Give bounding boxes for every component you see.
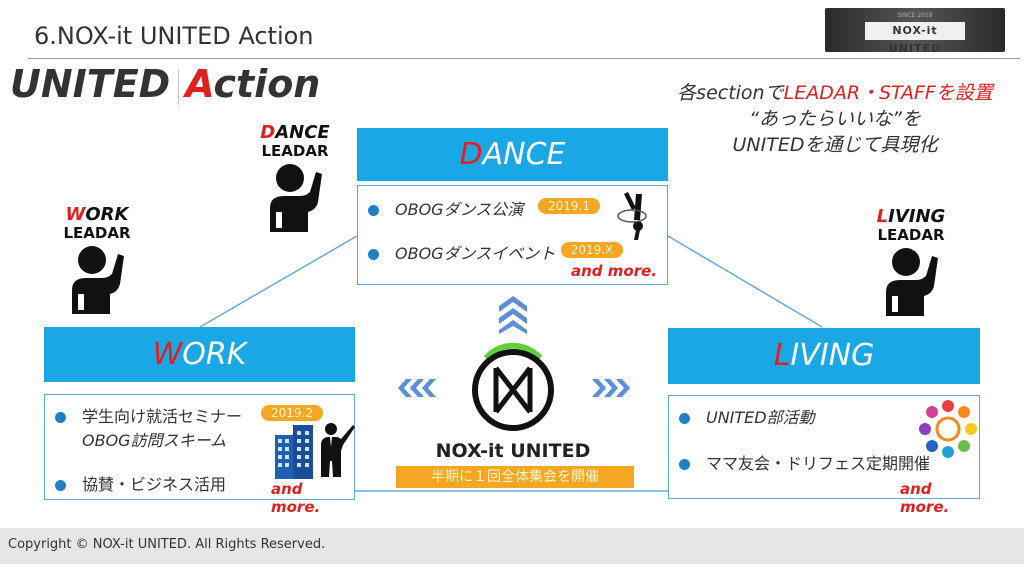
main-heading-rest: ction [213,62,321,106]
living-section-body: UNITED部活動 ママ友会・ドリフェス定期開催 and more. [668,395,980,516]
section-note: 各sectionでLEADAR・STAFFを設置 “あったらいいな”を UNIT… [640,80,1024,158]
community-circle-icon [919,400,977,458]
living-more: and more. [900,480,950,516]
work-item-1-badge: 2019.2 [261,405,323,421]
dance-section-body: OBOGダンス公演 2019.1 OBOGダンスイベント 2019.X and … [357,185,668,285]
note-line1: 各sectionでLEADAR・STAFFを設置 [640,80,1024,106]
dance-section-header: DANCE [357,128,668,181]
chevron-up-arrows-icon [499,296,527,334]
living-leader: LIVING LEADAR [866,208,956,322]
living-header-rest: IVING [790,338,875,373]
dance-header-initial: D [459,137,483,172]
work-leader-label: LEADAR [63,224,131,242]
person-raising-hand-icon [270,164,322,232]
work-leader-role: WORK [52,206,142,224]
presenter-icon [321,423,355,477]
dance-leader-initial: D [260,122,276,143]
living-item-2: ママ友会・ドリフェス定期開催 [679,450,930,474]
dance-item-1-text: OBOGダンス公演 [395,200,524,219]
note-line3: UNITEDを通じて具現化 [732,134,938,156]
work-item-2-text: 協賛・ビジネス活用 [82,475,227,494]
dance-leader-rest: ANCE [275,122,330,143]
living-leader-label: LEADAR [877,226,945,244]
brand-since: SINCE 2018 [897,12,933,19]
connector-dance-living [667,235,823,328]
main-heading: UNITED Action [10,62,320,106]
dance-item-1-badge: 2019.1 [538,198,600,214]
connector-work-dance [199,235,358,328]
breakdancer-icon [617,192,647,240]
work-leader-rest: ORK [85,204,129,225]
note-line2: “あったらいいな”を [749,108,921,130]
dance-leader: DANCE LEADAR [250,124,340,238]
note-line1-red: LEADAR・STAFFを設置 [783,82,993,104]
dance-item-2-text: OBOGダンスイベント [395,244,556,263]
footer: Copyright © NOX-it UNITED. All Rights Re… [0,528,1024,564]
main-heading-part1: UNITED [10,62,171,106]
slide-title: 6.NOX-it UNITED Action [34,22,314,50]
work-item-1: 学生向け就活セミナー [55,403,242,427]
living-leader-rest: IVING [888,206,946,227]
work-item-1-line1: 学生向け就活セミナー [82,407,243,426]
center-brand-name: NOX-it UNITED [435,440,591,462]
dance-header-rest: ANCE [482,137,566,172]
note-line1-mid: で [764,82,784,104]
living-leader-initial: L [876,206,889,227]
bullet-dot [679,459,690,470]
work-more: and more. [271,480,321,516]
bullet-dot [679,413,690,424]
work-item-1-line2: OBOG訪問スキーム [82,431,227,450]
living-section-header: LIVING [668,328,980,384]
work-header-rest: ORK [182,337,247,372]
living-item-1-text: UNITED部活動 [706,408,815,427]
work-section-header: WORK [44,327,355,382]
main-heading-accent: A [185,62,214,106]
bullet-dot [368,249,379,260]
bullet-dot [368,205,379,216]
work-section-body: 学生向け就活セミナー OBOG訪問スキーム 2019.2 協賛・ビジネス活用 [44,394,355,516]
dance-item-2-badge: 2019.X [561,242,623,258]
bullet-dot [55,412,66,423]
work-item-2: 協賛・ビジネス活用 [55,471,226,495]
dance-more: and more. [571,262,657,280]
living-item-2-text: ママ友会・ドリフェス定期開催 [706,454,931,473]
brand-logo-text: NOX-it UNITED [865,22,965,55]
heading-separator [178,68,180,105]
office-building-icon [275,425,313,479]
note-line1-section: section [696,82,765,104]
living-header-initial: L [773,338,791,373]
dance-item-1: OBOGダンス公演 [368,196,523,220]
person-raising-hand-icon [72,246,124,314]
chevron-right-arrows-icon [592,379,630,397]
center-caption: 半期に１回全体集会を開催 [396,466,634,488]
copyright-text: Copyright © NOX-it UNITED. All Rights Re… [8,537,326,552]
title-divider [28,58,1020,59]
work-header-initial: W [152,337,183,372]
work-leader-initial: W [65,204,86,225]
dance-leader-label: LEADAR [261,142,329,160]
note-line1-pre: 各 [677,82,697,104]
person-raising-hand-icon [886,248,938,316]
dance-leader-role: DANCE [250,124,340,142]
dance-item-2: OBOGダンスイベント [368,240,555,264]
brand-banner: SINCE 2018 NOX-it UNITED [825,8,1005,55]
work-leader: WORK LEADAR [52,206,142,320]
nox-logo-icon [472,342,554,431]
bullet-dot [55,480,66,491]
chevron-left-arrows-icon [398,379,436,397]
living-item-1: UNITED部活動 [679,404,815,428]
living-leader-role: LIVING [866,208,956,226]
